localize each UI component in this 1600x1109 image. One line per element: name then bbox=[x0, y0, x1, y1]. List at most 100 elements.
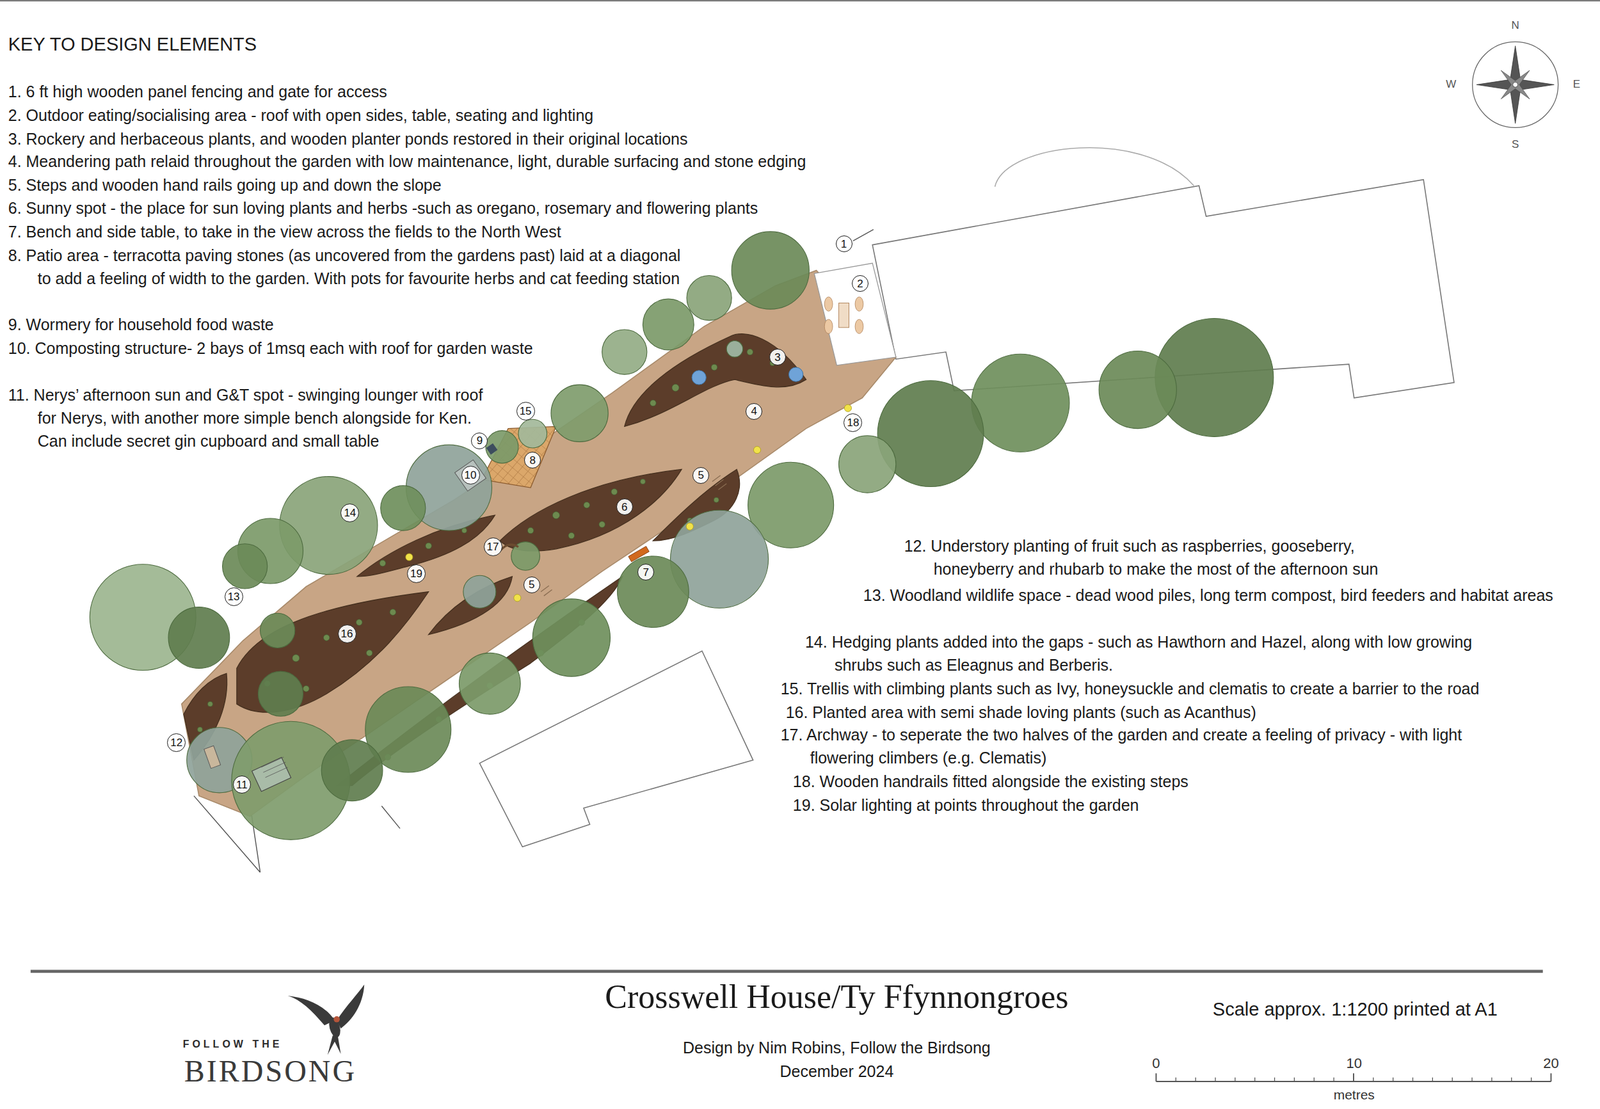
callout-text: 15 bbox=[519, 405, 532, 417]
pond bbox=[691, 370, 706, 385]
callout-text: 5 bbox=[698, 469, 704, 481]
callout-text: 18 bbox=[846, 417, 859, 429]
garden-furniture bbox=[486, 443, 498, 456]
callout-text: 6 bbox=[621, 501, 628, 513]
eating-area bbox=[839, 303, 850, 328]
callout-text: 13 bbox=[227, 591, 240, 603]
pond bbox=[691, 367, 804, 385]
callout-number: 11 bbox=[232, 775, 251, 794]
key-item: 2. Outdoor eating/socialising area - roo… bbox=[8, 103, 989, 127]
plant-dot bbox=[379, 560, 386, 567]
plant-dot bbox=[323, 634, 330, 642]
callout-number: 17 bbox=[483, 537, 503, 557]
callout-text: 10 bbox=[464, 469, 477, 481]
key-item: 15. Trellis with climbing plants such as… bbox=[780, 677, 1593, 701]
callout-text: 9 bbox=[476, 435, 483, 447]
house-outline bbox=[479, 650, 753, 847]
plant-dot bbox=[207, 701, 213, 707]
key-item: 17. Archway - to seperate the two halves… bbox=[780, 723, 1528, 770]
eating-area bbox=[824, 319, 833, 334]
plant-dot bbox=[552, 512, 560, 520]
garden-furniture bbox=[540, 475, 727, 596]
plant-dot bbox=[389, 609, 397, 616]
tree-canopy bbox=[726, 341, 744, 358]
tree-canopy bbox=[222, 544, 268, 589]
plant-dot bbox=[713, 497, 719, 503]
title-rule bbox=[30, 970, 1544, 973]
tree-canopy bbox=[642, 298, 694, 351]
tree-canopy bbox=[532, 599, 610, 677]
key-item: 16. Planted area with semi shade loving … bbox=[785, 700, 1593, 724]
key-item: 3. Rockery and herbaceous plants, and wo… bbox=[8, 127, 989, 151]
tree-canopy bbox=[971, 353, 1070, 452]
key-heading: KEY TO DESIGN ELEMENTS bbox=[8, 32, 257, 57]
compass-letter: W bbox=[1445, 77, 1456, 92]
compass-letter: E bbox=[1573, 77, 1581, 92]
callout-text: 17 bbox=[487, 541, 500, 553]
tree-canopy bbox=[686, 275, 732, 320]
tree-canopy bbox=[458, 652, 521, 715]
garden-furniture bbox=[499, 544, 519, 552]
eating-area bbox=[855, 296, 864, 312]
callout-text: 5 bbox=[528, 579, 535, 591]
planting-bed bbox=[624, 334, 807, 427]
callout-number: 19 bbox=[407, 564, 426, 584]
callout-text: 1 bbox=[840, 238, 847, 250]
plant-dot bbox=[583, 501, 591, 509]
callout-number: 1 bbox=[835, 235, 853, 253]
title-rule bbox=[30, 969, 1544, 973]
plant-dot bbox=[461, 528, 467, 534]
key-item: 5. Steps and wooden hand rails going up … bbox=[8, 173, 989, 197]
callout-number: 2 bbox=[851, 275, 869, 292]
garden-furniture bbox=[252, 757, 292, 792]
compass-letter: N bbox=[1511, 18, 1520, 33]
key-item: 6. Sunny spot - the place for sun loving… bbox=[8, 196, 989, 220]
key-item: 1. 6 ft high wooden panel fencing and ga… bbox=[8, 80, 989, 104]
scale-number: 10 bbox=[1346, 1054, 1362, 1073]
garden-furniture bbox=[261, 757, 288, 778]
callout-text: 3 bbox=[774, 352, 781, 363]
plant-dot bbox=[292, 654, 300, 662]
key-item: 19. Solar lighting at points throughout … bbox=[792, 793, 1592, 817]
key-item: 11. Nerys’ afternoon sun and G&T spot - … bbox=[8, 383, 493, 453]
callout-number: 12 bbox=[167, 733, 186, 752]
plant-dot bbox=[640, 479, 646, 485]
key-item: 18. Wooden handrails fitted alongside th… bbox=[792, 769, 1592, 793]
swallow-logo bbox=[288, 995, 335, 1026]
scale-bar bbox=[1155, 1073, 1551, 1082]
scale-unit: metres bbox=[1333, 1086, 1375, 1104]
key-item: 8. Patio area - terracotta paving stones… bbox=[8, 243, 684, 290]
key-item: 9. Wormery for household food waste bbox=[8, 312, 989, 336]
key-item: 13. Woodland wildlife space - dead wood … bbox=[863, 583, 1568, 607]
plant-dot bbox=[197, 727, 203, 733]
callout-number: 4 bbox=[745, 403, 763, 420]
plan-title: Crosswell House/Ty Ffynnongroes bbox=[604, 975, 1069, 1019]
page-border bbox=[0, 0, 1600, 2]
plant-dot bbox=[611, 488, 618, 496]
callout-number: 8 bbox=[524, 451, 541, 469]
plant-dot bbox=[303, 685, 310, 692]
plant-dot bbox=[711, 364, 718, 371]
key-item: 14. Hedging plants added into the gaps -… bbox=[805, 630, 1520, 677]
callout-number: 13 bbox=[224, 587, 244, 607]
tree-canopy bbox=[551, 384, 608, 442]
compass-rose bbox=[1500, 70, 1530, 100]
solar-light bbox=[405, 404, 852, 602]
tree-canopy bbox=[168, 607, 230, 669]
scale-bar bbox=[1155, 1073, 1551, 1082]
scale-number: 0 bbox=[1152, 1054, 1160, 1073]
plant-dot bbox=[425, 542, 432, 550]
solar-light bbox=[753, 446, 761, 454]
plant-dot bbox=[355, 619, 363, 626]
garden-plan bbox=[0, 0, 1600, 1082]
eating-area bbox=[814, 263, 896, 365]
house-outline bbox=[995, 147, 1195, 187]
plant-dot bbox=[672, 384, 680, 392]
plant-dot bbox=[366, 650, 373, 657]
callout-text: 2 bbox=[856, 278, 863, 290]
solar-light bbox=[686, 522, 694, 530]
callout-number: 10 bbox=[461, 465, 480, 485]
tree-canopy bbox=[257, 671, 303, 717]
eating-area bbox=[855, 319, 864, 334]
